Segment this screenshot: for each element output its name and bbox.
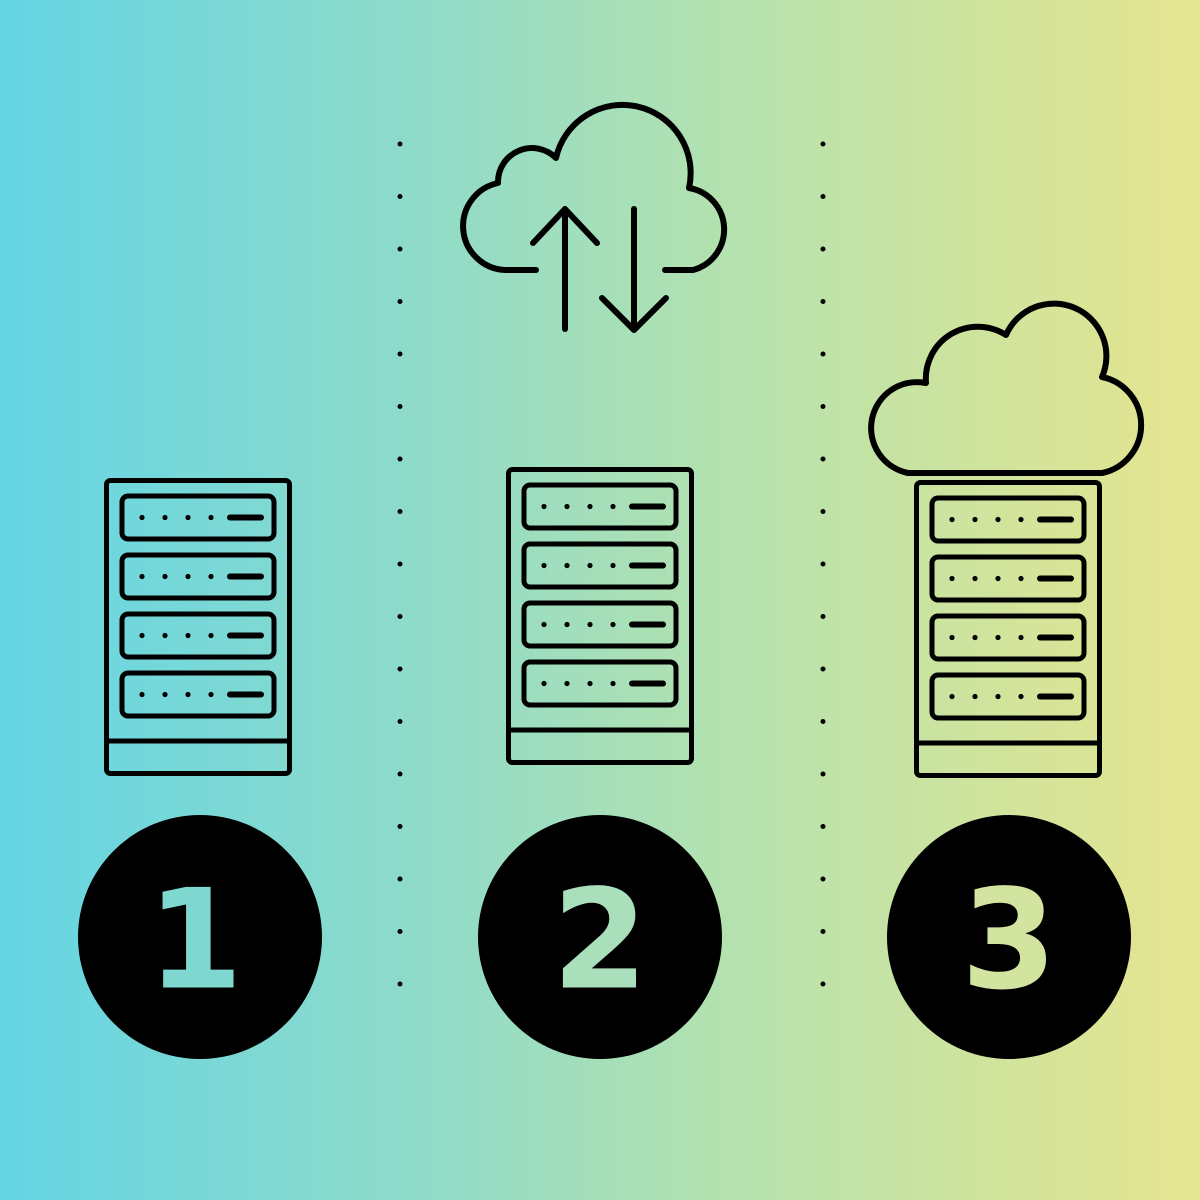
server-rack-icon: [509, 470, 692, 763]
step-badge-1: [78, 815, 322, 1059]
step-number-1: 1: [147, 860, 243, 1021]
server-rack-icon: [917, 483, 1100, 776]
step-badge-2: [478, 815, 722, 1059]
cloud-sync-icon: [460, 101, 728, 333]
step-number-3: 3: [961, 860, 1057, 1021]
step-badge-3: [887, 815, 1131, 1059]
cloud-icon: [868, 300, 1145, 476]
server-rack-icon: [107, 481, 290, 774]
step-number-2: 2: [552, 860, 648, 1021]
